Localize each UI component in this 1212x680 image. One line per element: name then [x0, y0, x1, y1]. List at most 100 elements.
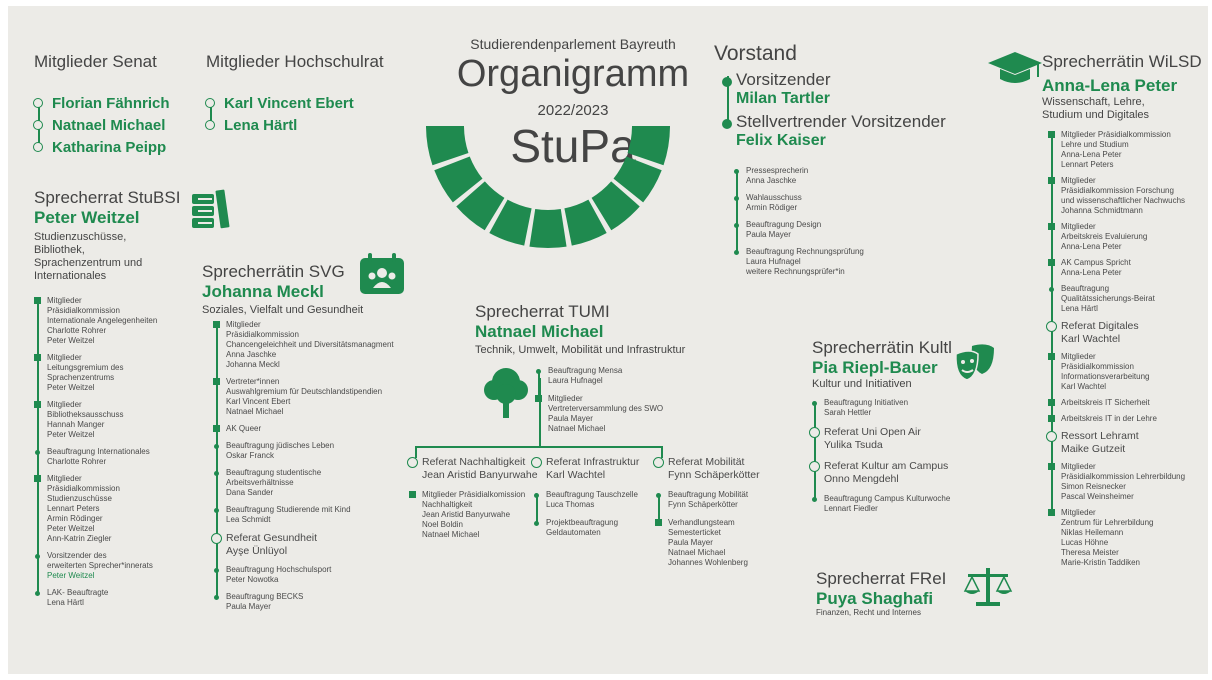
stubsi-heading: Sprecherrat StuBSI [34, 188, 181, 207]
square-marker [1048, 353, 1055, 360]
dot-marker [734, 250, 739, 255]
item-line: Mitglieder [47, 296, 82, 305]
dot-marker [35, 591, 40, 596]
item-line: Lennart Peters [47, 504, 100, 513]
square-marker [1048, 177, 1055, 184]
ring-marker [211, 533, 222, 544]
item-line: Internationale Angelegenheiten [47, 316, 158, 325]
item-line: Peter Nowotka [226, 575, 279, 584]
stubsi-name: Peter Weitzel [34, 208, 140, 227]
item-line: Jean Aristid Banyurwahe [422, 510, 511, 519]
square-marker [213, 321, 220, 328]
item-line: Auswahlgremium für Deutschlandstipendien [226, 387, 383, 396]
arc-segment [564, 199, 607, 246]
square-marker [34, 354, 41, 361]
item-line: Natnael Michael [668, 548, 726, 557]
dot-marker [35, 450, 40, 455]
square-marker [1048, 509, 1055, 516]
item-line: Vertreterversammlung des SWO [548, 404, 664, 413]
item-line: Paula Mayer [746, 230, 791, 239]
item-line: Peter Weitzel [47, 524, 95, 533]
item-line: Anna-Lena Peter [1061, 268, 1122, 277]
arc-segment [627, 126, 670, 166]
wilsd-name: Anna-Lena Peter [1042, 76, 1178, 95]
square-marker [213, 425, 220, 432]
chair-role: Vorsitzender [736, 70, 831, 89]
item-line: Sarah Hettler [824, 408, 872, 417]
item-line: Mitglieder [1061, 176, 1096, 185]
item-line: Ressort Lehramt [1061, 430, 1139, 442]
item-line: erweiterten Sprecher*innerats [47, 561, 153, 570]
hochschulrat-heading: Mitglieder Hochschulrat [206, 52, 384, 71]
item-line: Pressesprecherin [746, 166, 809, 175]
kultl-desc: Kultur und Initiativen [812, 378, 912, 390]
senat-member: Florian Fähnrich [33, 93, 170, 115]
item-line: Referat Gesundheit [226, 532, 318, 544]
item-line: Pascal Weinsheimer [1061, 492, 1134, 501]
wilsd-desc: Wissenschaft, Lehre,Studium und Digitale… [1042, 96, 1150, 121]
dot-marker [1049, 287, 1054, 292]
item-line: Anna Jaschke [746, 176, 797, 185]
dot-marker [35, 554, 40, 559]
item-line: Beauftragung Studierende mit Kind [226, 505, 351, 514]
item-line: Beauftragung Mensa [548, 366, 623, 375]
list-item: AK Queer [213, 424, 413, 434]
item-line: Chancengeleichheit und Diversitätsmanagm… [226, 340, 394, 349]
vice-name: Felix Kaiser [736, 132, 826, 149]
item-line: Arbeitskreis IT in der Lehre [1061, 414, 1157, 423]
dot-marker [812, 497, 817, 502]
item-line: Mitglieder [1061, 352, 1096, 361]
item-line: Dana Sander [226, 488, 274, 497]
list-item: Arbeitskreis IT Sicherheit [1048, 398, 1208, 408]
item-line: Beauftragung jüdisches Leben [226, 441, 335, 450]
vorstand-heading: Vorstand [714, 42, 797, 65]
item-line: Semesterticket [668, 528, 721, 537]
connector-line [538, 370, 540, 398]
scales-icon [963, 568, 1013, 606]
item-line: AK Queer [226, 424, 262, 433]
vorstand-chair: Vorsitzender Milan Tartler Stellvertrend… [722, 70, 946, 150]
item-line: Mitglieder [47, 353, 82, 362]
item-line: Johanna Schmidtmann [1061, 206, 1143, 215]
ring-marker [653, 457, 664, 468]
square-marker [1048, 223, 1055, 230]
item-line: Mitglieder [226, 320, 261, 329]
square-marker [1048, 399, 1055, 406]
item-line: Laura Hufnagel [548, 376, 603, 385]
item-line: Leitungsgremium des [47, 363, 124, 372]
item-line: Sprachenzentrums [47, 373, 115, 382]
item-line: Mitglieder [47, 474, 82, 483]
item-line: Armin Rödiger [746, 203, 798, 212]
tumi-branch-line [415, 446, 661, 448]
referat-title: Referat Nachhaltigkeit [422, 456, 526, 468]
item-line: Präsidialkommission [1061, 362, 1134, 371]
item-line: Lena Härtl [1061, 304, 1098, 313]
dot-marker [214, 444, 219, 449]
item-line: Laura Hufnagel [746, 257, 801, 266]
